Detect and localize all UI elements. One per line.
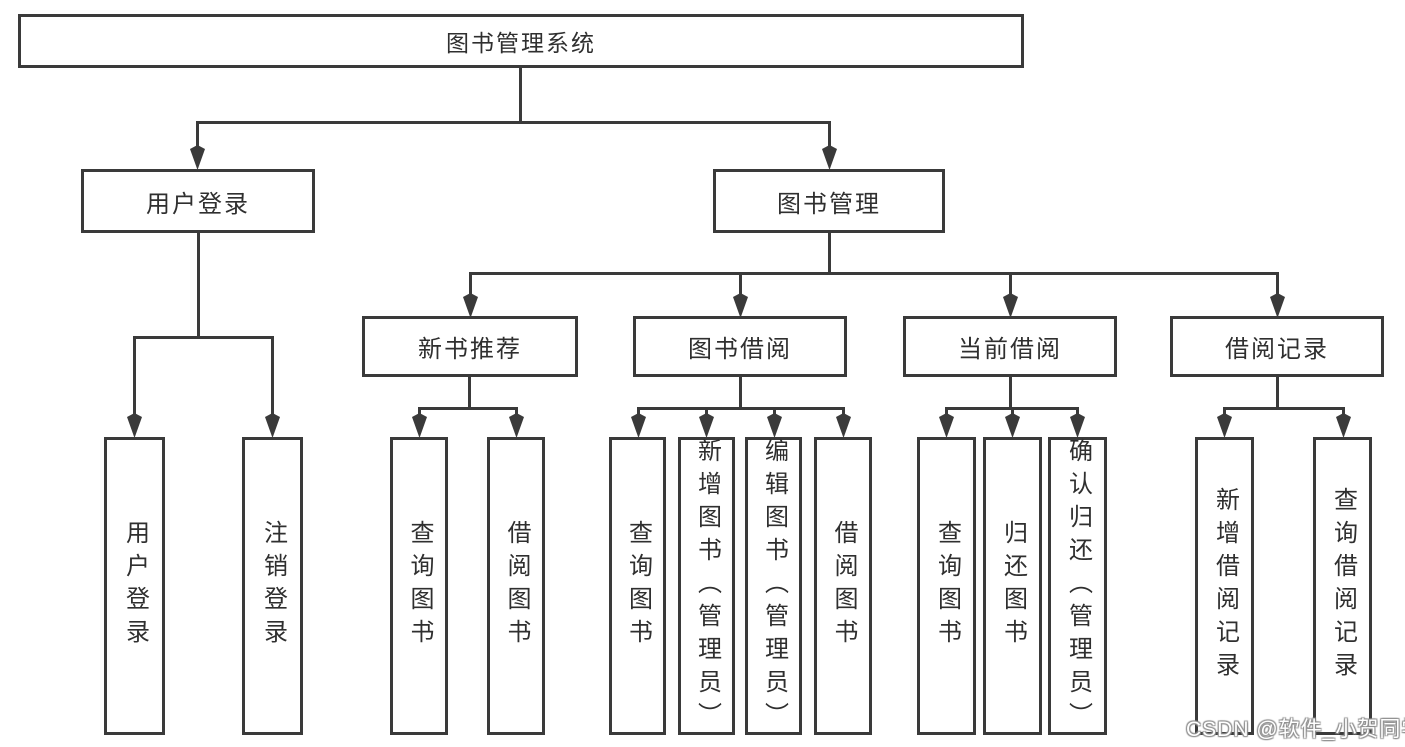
leaf-borrow-books: 借阅图书 <box>814 437 872 735</box>
connector-stub <box>1342 407 1345 417</box>
arrow-down-icon <box>1217 413 1232 438</box>
connector-stem <box>1009 375 1012 410</box>
leaf-query-borrow-record-label: 查询借阅记录 <box>1329 487 1357 685</box>
connector-stub <box>842 407 845 417</box>
connector-stem <box>739 375 742 410</box>
connector-stub <box>1276 272 1279 296</box>
connector-stub <box>739 272 742 296</box>
leaf-add-book-admin-label: 新增图书（管理员） <box>693 437 721 735</box>
leaf-edit-book-admin-label: 编辑图书（管理员） <box>760 437 788 735</box>
node-new-book-recommendation-label: 新书推荐 <box>418 336 522 363</box>
connector-stub <box>515 407 518 417</box>
connector-hline <box>637 407 845 410</box>
connector-stem <box>1276 375 1279 410</box>
leaf-user-login-label: 用户登录 <box>121 520 149 652</box>
node-borrowing-records: 借阅记录 <box>1170 316 1384 377</box>
leaf-add-borrow-record: 新增借阅记录 <box>1195 437 1254 735</box>
connector-stub <box>773 407 776 417</box>
arrow-down-icon <box>190 145 205 170</box>
leaf-query-books-recommend-label: 查询图书 <box>406 520 433 652</box>
leaf-user-login: 用户登录 <box>104 437 165 735</box>
connector-stem <box>519 66 522 124</box>
arrow-down-icon <box>509 413 524 438</box>
node-current-borrowing-label: 当前借阅 <box>958 336 1062 363</box>
leaf-logout-label: 注销登录 <box>259 520 287 652</box>
connector-stub <box>1076 407 1079 417</box>
connector-stub <box>705 407 708 417</box>
leaf-borrow-books-recommend: 借阅图书 <box>487 437 545 735</box>
connector-stub <box>945 407 948 417</box>
connector-stem <box>828 231 831 275</box>
leaf-edit-book-admin: 编辑图书（管理员） <box>745 437 802 735</box>
arrow-down-icon <box>1003 293 1018 318</box>
leaf-query-books-borrowing: 查询图书 <box>609 437 666 735</box>
leaf-borrow-books-label: 借阅图书 <box>830 520 857 652</box>
node-book-management: 图书管理 <box>713 169 945 233</box>
arrow-down-icon <box>822 145 837 170</box>
leaf-confirm-return-admin-label: 确认归还（管理员） <box>1064 437 1092 735</box>
leaf-query-books-borrowing-label: 查询图书 <box>624 520 652 652</box>
connector-stub <box>1223 407 1226 417</box>
connector-hline <box>196 121 831 124</box>
connector-stem <box>468 375 471 410</box>
leaf-query-books-current-label: 查询图书 <box>933 520 961 652</box>
connector-stub <box>828 121 831 149</box>
connector-stub <box>418 407 421 417</box>
connector-stub <box>637 407 640 417</box>
leaf-query-books-recommend: 查询图书 <box>390 437 448 735</box>
node-current-borrowing: 当前借阅 <box>903 316 1117 377</box>
connector-stub <box>271 336 274 416</box>
arrow-down-icon <box>265 413 280 438</box>
node-user-login: 用户登录 <box>81 169 315 233</box>
connector-stub <box>196 121 199 149</box>
connector-hline <box>1223 407 1345 410</box>
arrow-down-icon <box>1270 293 1285 318</box>
node-user-login-label: 用户登录 <box>146 190 250 218</box>
leaf-add-borrow-record-label: 新增借阅记录 <box>1211 487 1239 685</box>
arrow-down-icon <box>631 413 646 438</box>
connector-stub <box>1011 407 1014 417</box>
arrow-down-icon <box>127 413 142 438</box>
connector-hline <box>469 272 1279 275</box>
arrow-down-icon <box>412 413 427 438</box>
connector-stub <box>1009 272 1012 296</box>
leaf-return-book: 归还图书 <box>983 437 1042 735</box>
node-new-book-recommendation: 新书推荐 <box>362 316 578 377</box>
arrow-down-icon <box>836 413 851 438</box>
arrow-down-icon <box>463 293 478 318</box>
connector-hline <box>418 407 518 410</box>
leaf-borrow-books-recommend-label: 借阅图书 <box>503 520 530 652</box>
node-book-management-label: 图书管理 <box>777 190 881 218</box>
connector-stub <box>469 272 472 296</box>
arrow-down-icon <box>1005 413 1020 438</box>
node-borrowing-records-label: 借阅记录 <box>1225 336 1329 363</box>
arrow-down-icon <box>699 413 714 438</box>
node-book-borrowing: 图书借阅 <box>633 316 847 377</box>
arrow-down-icon <box>1070 413 1085 438</box>
arrow-down-icon <box>733 293 748 318</box>
connector-stub <box>133 336 136 416</box>
leaf-query-books-current: 查询图书 <box>917 437 976 735</box>
connector-stem <box>197 231 200 339</box>
arrow-down-icon <box>767 413 782 438</box>
arrow-down-icon <box>939 413 954 438</box>
node-root: 图书管理系统 <box>18 14 1024 68</box>
leaf-add-book-admin: 新增图书（管理员） <box>678 437 735 735</box>
leaf-return-book-label: 归还图书 <box>999 520 1027 652</box>
node-root-label: 图书管理系统 <box>446 30 596 56</box>
leaf-query-borrow-record: 查询借阅记录 <box>1313 437 1372 735</box>
arrow-down-icon <box>1336 413 1351 438</box>
node-book-borrowing-label: 图书借阅 <box>688 336 792 363</box>
leaf-logout: 注销登录 <box>242 437 303 735</box>
watermark: CSDN @软件_小贺同学 <box>1186 718 1405 741</box>
leaf-confirm-return-admin: 确认归还（管理员） <box>1048 437 1107 735</box>
connector-hline <box>133 336 274 339</box>
